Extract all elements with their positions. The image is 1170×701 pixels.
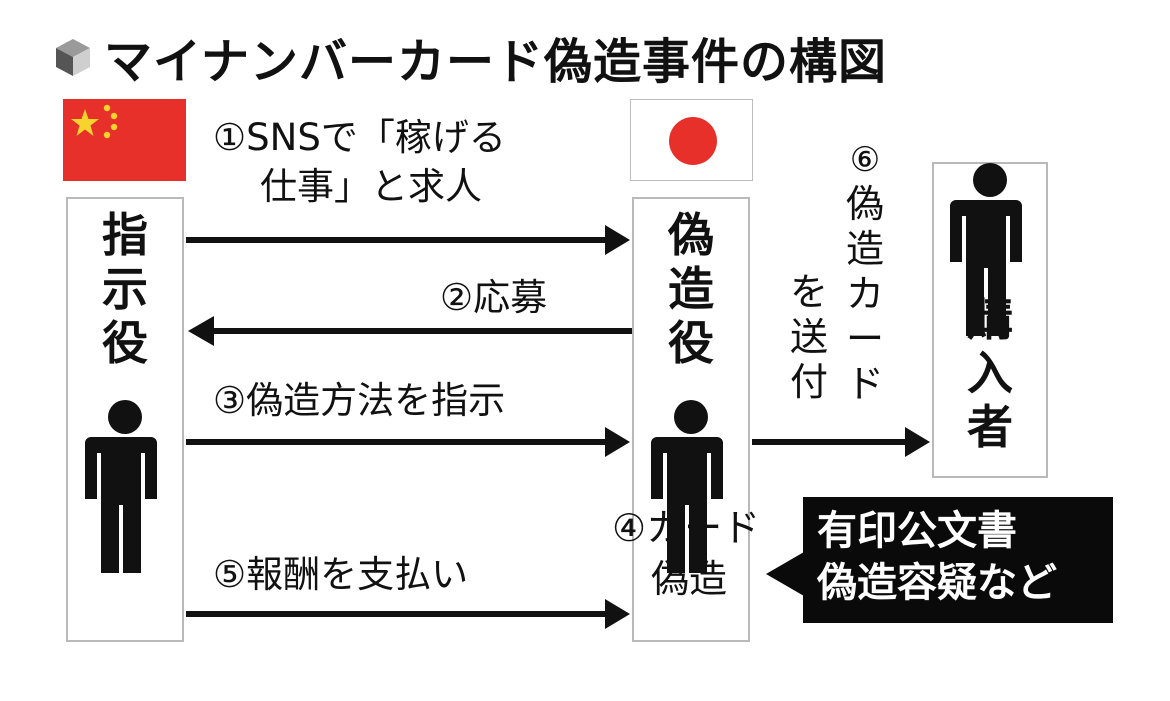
arrow-step1: [186, 225, 630, 255]
cube-icon: [56, 39, 90, 76]
small-star: [103, 131, 111, 139]
buyer-label: 購 入 者: [967, 292, 1013, 454]
step6-text-col2: を 送 付: [789, 270, 828, 404]
small-star: [103, 104, 111, 112]
small-star: [110, 112, 118, 120]
china-flag-stars: [71, 104, 118, 139]
step6-text-col1: 偽 造 カ ー ド: [845, 182, 884, 406]
small-star: [110, 123, 118, 131]
japan-flag-sun: [669, 117, 717, 165]
step6-number: ⑥: [849, 140, 881, 180]
instructor-label: 指 示 役: [102, 208, 148, 370]
forger-label: 偽 造 役: [668, 208, 714, 370]
arrow-step2: [188, 316, 632, 346]
page-title: マイナンバーカード偽造事件の構図: [104, 34, 888, 90]
big-star: [71, 109, 99, 136]
callout-pointer: [766, 552, 804, 596]
charge-callout: 有印公文書 偽造容疑など: [803, 497, 1113, 623]
step4-text-line2: 偽造: [651, 557, 728, 601]
step1-text-line1: ①SNSで「稼げる: [213, 116, 506, 159]
china-flag-icon: [63, 99, 186, 181]
charge-callout-text: 有印公文書 偽造容疑など: [817, 508, 1057, 606]
arrow-step3: [186, 427, 630, 457]
step5-text: ⑤報酬を支払い: [213, 553, 469, 596]
step2-text: ②応募: [440, 276, 548, 319]
title-row: マイナンバーカード偽造事件の構図: [52, 22, 887, 92]
arrow-step5: [186, 599, 630, 629]
japan-flag-icon: [630, 99, 753, 181]
arrow-step6: [752, 427, 930, 457]
step1-text-line2: 仕事」と求人: [260, 165, 482, 208]
step4-text-line1: ④カード: [612, 506, 761, 550]
step3-text: ③偽造方法を指示: [213, 379, 506, 422]
